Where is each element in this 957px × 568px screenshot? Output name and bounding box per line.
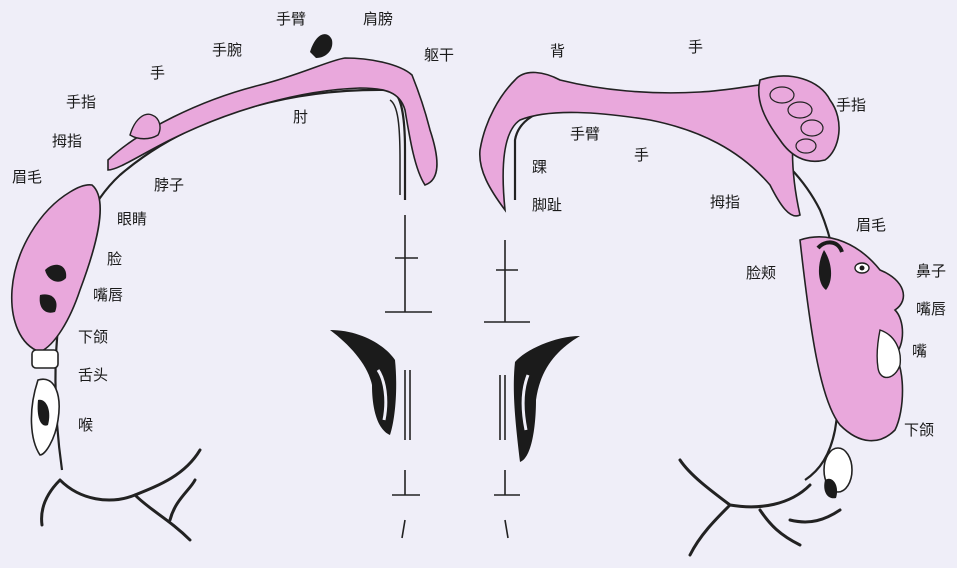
left-fingertip-dark [310,34,332,58]
label-left-neck: 脖子 [154,178,184,193]
finger-3 [801,120,823,136]
label-left-arm: 手臂 [276,12,306,27]
left-jaw-block [32,350,58,368]
label-left-thumb: 拇指 [52,134,82,149]
label-right-lips: 嘴唇 [916,302,946,317]
right-roots [680,460,840,555]
label-left-trunk: 躯干 [424,48,454,63]
right-eye-pupil [860,266,865,271]
label-right-jaw: 下颌 [904,423,934,438]
label-right-nose: 鼻子 [916,264,946,279]
left-cortex-inner-line [390,100,400,195]
label-left-throat: 喉 [78,418,93,433]
right-cortex-outline [515,102,843,480]
label-left-eyebrow: 眉毛 [12,170,42,185]
label-right-hand-inner: 手 [634,148,649,163]
label-left-shoulder: 肩膀 [363,12,393,27]
left-cortex-outline [55,90,405,470]
label-left-hand: 手 [150,66,165,81]
label-left-elbow: 肘 [293,110,308,125]
label-right-toes: 脚趾 [532,198,562,213]
left-ventricle [330,330,396,435]
label-left-lips: 嘴唇 [93,288,123,303]
right-homunculus-trunk [480,72,800,216]
label-right-hand: 手 [688,40,703,55]
label-right-eyebrow: 眉毛 [856,218,886,233]
finger-4 [796,139,816,153]
label-right-mouth: 嘴 [912,344,927,359]
label-left-wrist: 手腕 [212,43,242,58]
label-right-back: 背 [550,44,565,59]
label-right-cheek: 脸颊 [746,266,776,281]
label-right-thumb: 拇指 [710,195,740,210]
right-hemisphere [480,72,904,555]
label-left-face: 脸 [107,252,122,267]
finger-1 [770,87,794,103]
finger-2 [788,102,812,118]
left-roots [42,450,200,540]
left-homunculus-hand [130,114,160,138]
label-right-arm: 手臂 [570,127,600,142]
label-left-eye: 眼睛 [117,212,147,227]
label-right-fingers: 手指 [836,98,866,113]
label-left-jaw: 下颌 [78,330,108,345]
label-right-ankle: 踝 [532,160,547,175]
label-left-fingers: 手指 [66,95,96,110]
label-left-tongue: 舌头 [78,368,108,383]
